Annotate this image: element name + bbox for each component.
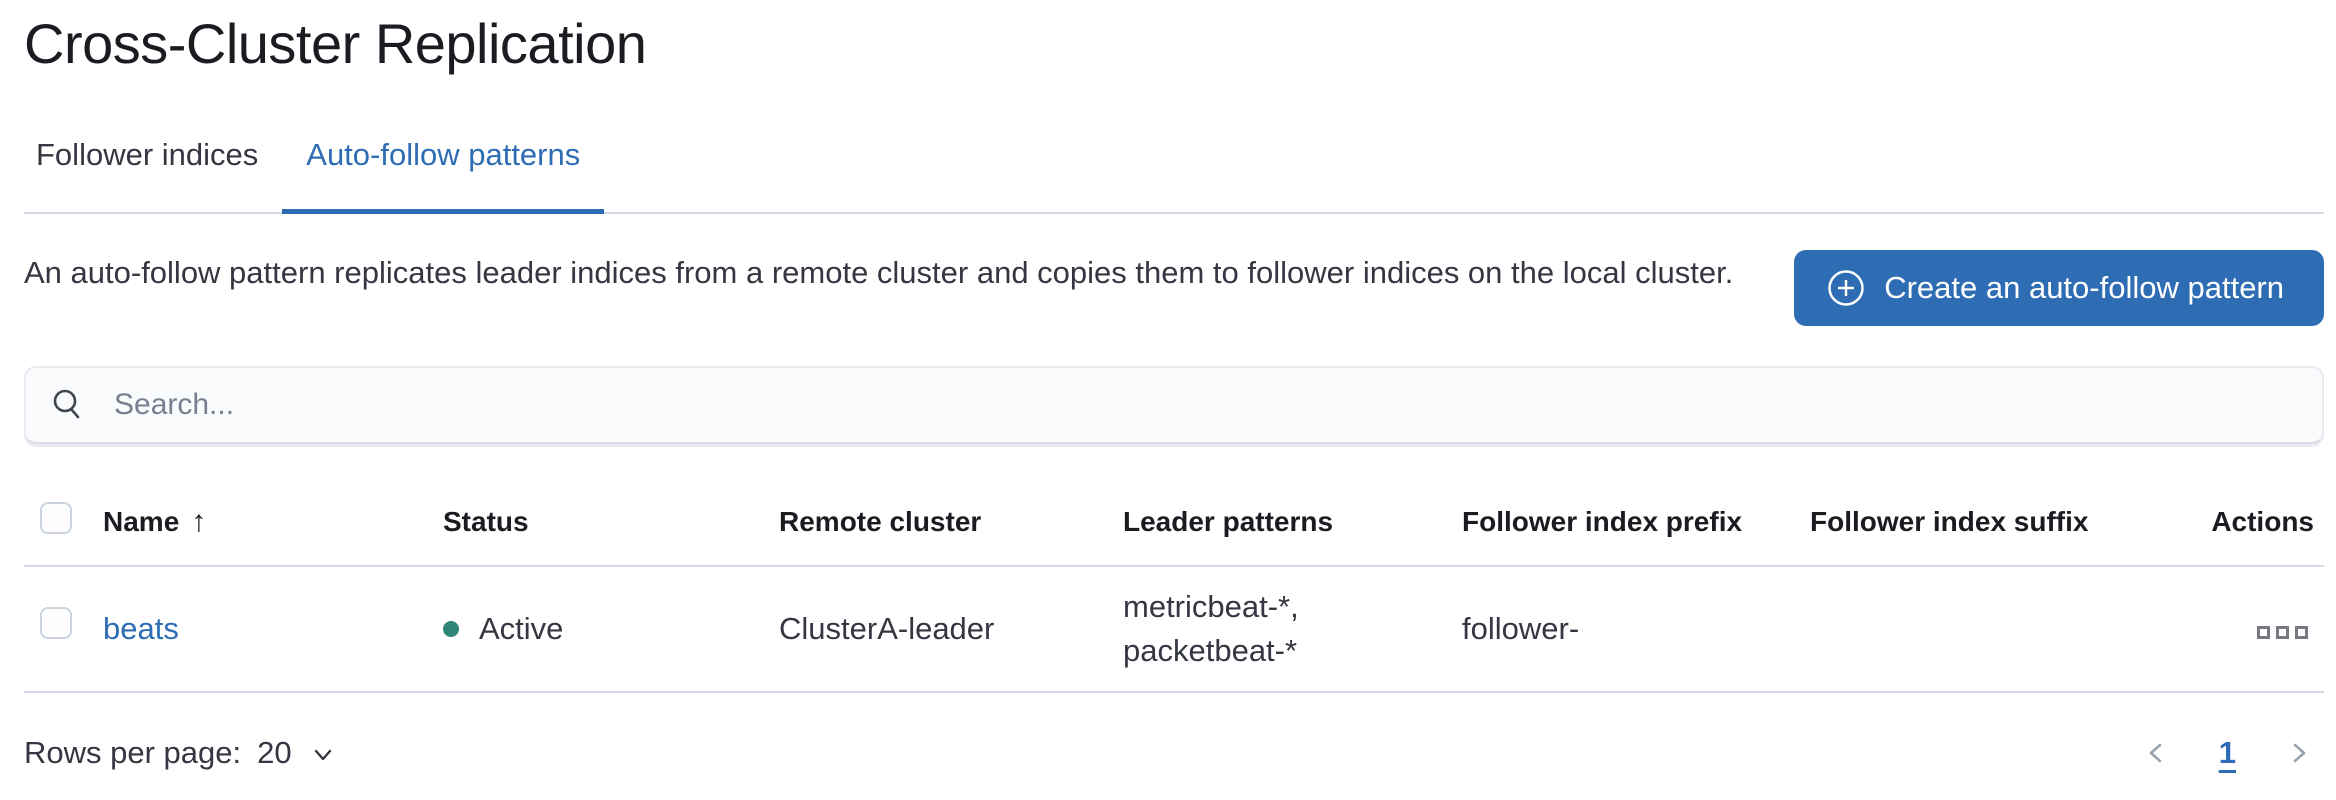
pagination: 1 bbox=[2141, 735, 2314, 771]
column-header-name[interactable]: Name↑ bbox=[103, 444, 443, 567]
tab-auto-follow-patterns[interactable]: Auto-follow patterns bbox=[282, 138, 605, 214]
create-auto-follow-pattern-button[interactable]: Create an auto-follow pattern bbox=[1794, 250, 2324, 326]
boxes-horizontal-icon bbox=[2257, 626, 2270, 639]
search-icon bbox=[53, 389, 80, 419]
select-all-checkbox[interactable] bbox=[40, 502, 72, 534]
rows-per-page-selector[interactable]: Rows per page: 20 bbox=[24, 735, 338, 771]
follower-index-prefix-cell: follower- bbox=[1462, 566, 1810, 693]
table-row: beats Active ClusterA-leader metricbeat-… bbox=[24, 566, 2324, 693]
intro-section: An auto-follow pattern replicates leader… bbox=[24, 250, 2324, 326]
table-header-row: Name↑ Status Remote cluster Leader patte… bbox=[24, 444, 2324, 567]
column-header-leader-patterns: Leader patterns bbox=[1123, 444, 1462, 567]
page-number-1[interactable]: 1 bbox=[2218, 735, 2236, 770]
column-header-actions: Actions bbox=[2140, 444, 2324, 567]
column-header-follower-index-suffix: Follower index suffix bbox=[1810, 444, 2140, 567]
column-header-follower-index-prefix: Follower index prefix bbox=[1462, 444, 1810, 567]
follower-index-suffix-cell bbox=[1810, 566, 2140, 693]
rows-per-page-value: 20 bbox=[257, 735, 292, 770]
pattern-name-link[interactable]: beats bbox=[103, 611, 179, 646]
search-input[interactable] bbox=[112, 387, 2298, 423]
column-header-remote-cluster: Remote cluster bbox=[779, 444, 1123, 567]
page-description: An auto-follow pattern replicates leader… bbox=[24, 255, 1734, 290]
page-title: Cross-Cluster Replication bbox=[24, 12, 647, 75]
plus-in-circle-icon bbox=[1828, 270, 1864, 306]
auto-follow-patterns-table: Name↑ Status Remote cluster Leader patte… bbox=[24, 444, 2324, 693]
previous-page-button[interactable] bbox=[2141, 738, 2171, 768]
rows-per-page-label: Rows per page: bbox=[24, 735, 242, 770]
tab-follower-indices[interactable]: Follower indices bbox=[36, 137, 259, 172]
chevron-left-icon bbox=[2149, 743, 2162, 763]
ccr-page: Cross-Cluster Replication Follower indic… bbox=[24, 12, 2324, 771]
chevron-down-icon bbox=[314, 749, 331, 761]
remote-cluster-cell: ClusterA-leader bbox=[779, 566, 1123, 693]
status-active-dot-icon bbox=[443, 621, 459, 637]
table-footer: Rows per page: 20 1 bbox=[24, 735, 2324, 771]
chevron-right-icon bbox=[2293, 743, 2306, 763]
row-checkbox[interactable] bbox=[40, 607, 72, 639]
row-actions-button[interactable] bbox=[2251, 620, 2314, 645]
search-bar[interactable] bbox=[24, 366, 2324, 444]
status-cell: Active bbox=[443, 607, 779, 651]
status-label: Active bbox=[479, 611, 564, 646]
leader-patterns-cell: metricbeat-*, packetbeat-* bbox=[1123, 589, 1299, 668]
sort-ascending-icon: ↑ bbox=[191, 504, 207, 538]
next-page-button[interactable] bbox=[2284, 738, 2314, 768]
create-button-label: Create an auto-follow pattern bbox=[1884, 270, 2284, 305]
column-header-status: Status bbox=[443, 444, 779, 567]
tab-bar: Follower indices Auto-follow patterns bbox=[24, 138, 2324, 214]
